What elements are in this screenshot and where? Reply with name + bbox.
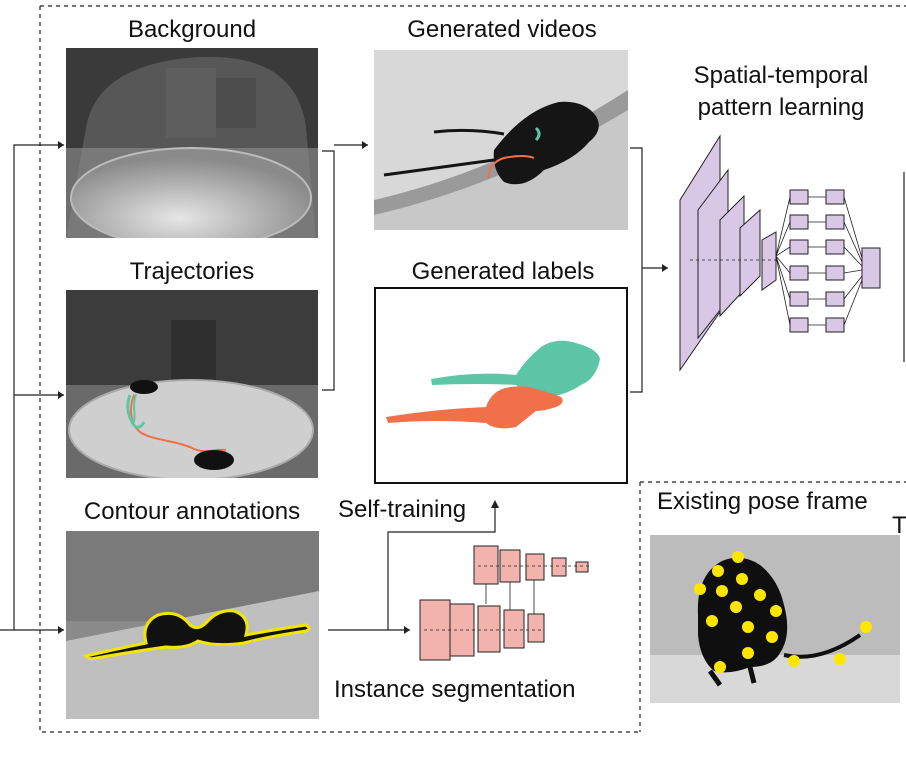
contour-label: Contour annotations bbox=[83, 498, 301, 525]
trajectories-image bbox=[66, 290, 318, 478]
spatial-temporal-label-line1: Spatial-temporal bbox=[693, 62, 869, 89]
existing-pose-label: Existing pose frame bbox=[657, 488, 868, 515]
trajectories-label: Trajectories bbox=[129, 258, 255, 285]
generated-labels-label: Generated labels bbox=[411, 258, 595, 285]
background-label: Background bbox=[127, 16, 257, 43]
generated-labels-image bbox=[374, 287, 628, 484]
spatial-temporal-label-line2: pattern learning bbox=[697, 94, 865, 121]
contour-image bbox=[66, 531, 319, 719]
generated-videos-label: Generated videos bbox=[407, 16, 597, 43]
self-training-label: Self-training bbox=[338, 496, 467, 523]
pose-image bbox=[650, 535, 900, 703]
generated-videos-image bbox=[374, 50, 628, 230]
background-image bbox=[66, 48, 318, 238]
cut-letter-label: T bbox=[892, 512, 906, 539]
instance-segmentation-label: Instance segmentation bbox=[334, 676, 576, 703]
